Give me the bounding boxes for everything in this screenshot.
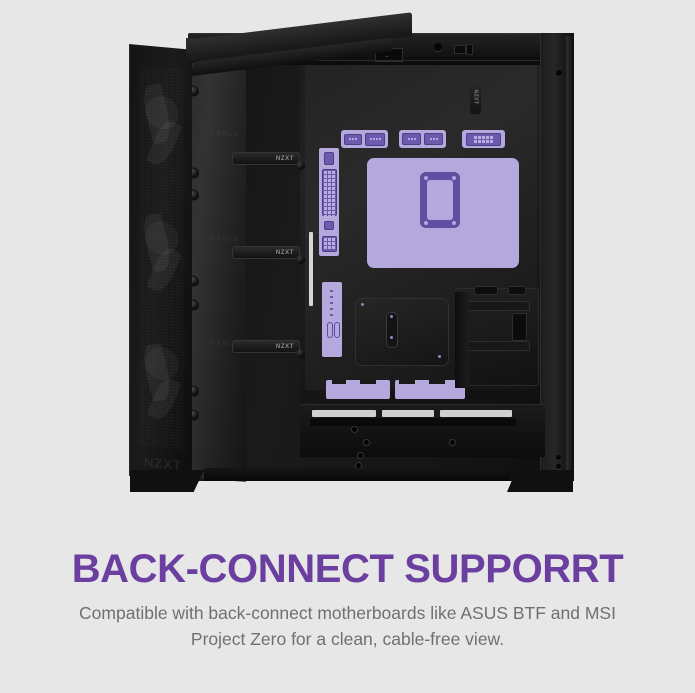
usb-header-icon <box>334 322 340 338</box>
channel-notch <box>399 380 415 384</box>
left-connector-strip <box>319 148 339 256</box>
connector-pin <box>435 138 438 140</box>
connector-block <box>344 133 362 145</box>
cable-bar: NZXT <box>232 340 300 353</box>
shroud-screw <box>356 463 361 468</box>
product-hero-image: NZXT <box>129 12 574 492</box>
pc-case-illustration: NZXT <box>129 12 574 492</box>
connector-pin <box>355 138 357 140</box>
interior-rail-strip <box>309 232 313 306</box>
connector-header-group-1 <box>341 130 388 148</box>
drive-cage-bracket <box>455 286 539 386</box>
cable-bar: NZXT <box>232 246 300 259</box>
connector-block-grid <box>466 132 501 146</box>
bottom-vent <box>312 410 376 417</box>
bottom-cable-channel-right <box>395 380 465 399</box>
connector-pin <box>413 138 416 140</box>
top-panel-slot <box>466 44 473 55</box>
connector-pin <box>372 138 375 140</box>
case-foot-right <box>507 470 573 492</box>
usb-header-icon <box>327 322 333 338</box>
connector-block <box>365 132 385 146</box>
bracket-tab <box>512 313 527 341</box>
connector-pin <box>378 138 381 140</box>
channel-notch <box>429 380 445 384</box>
top-panel-slot <box>454 45 466 54</box>
side-panel-inner-frame: CABLE CABLE CABLE <box>186 38 246 482</box>
bracket-rail <box>462 341 530 351</box>
connector-pin <box>369 138 372 140</box>
rail-hole <box>556 455 561 460</box>
strip-connector-dense <box>322 169 337 218</box>
case-foot-left <box>130 470 204 492</box>
panel-ghost-text: CABLE <box>210 234 240 244</box>
connector-pin <box>410 138 413 140</box>
left-side-panel-door: NZXT <box>129 44 192 482</box>
bracket-screw <box>438 355 441 358</box>
channel-notch <box>360 380 376 384</box>
connector-header-group-2 <box>399 130 446 148</box>
shroud-screw <box>352 427 357 432</box>
connector-pin <box>407 138 410 140</box>
cpu-cooler-cutout-opening <box>427 180 453 220</box>
front-io-strip <box>322 282 342 357</box>
cable-bar-knob <box>296 349 305 358</box>
bottom-vent <box>440 410 512 417</box>
bracket-screw <box>361 303 364 306</box>
bottom-vent-shadow <box>310 418 516 426</box>
bottom-cable-channel-left <box>326 380 390 399</box>
right-frame-edge <box>566 36 573 476</box>
cutout-screw <box>424 221 428 225</box>
psu-side-wall <box>455 292 469 388</box>
cable-bar-label: NZXT <box>275 155 294 162</box>
gpu-support-bracket <box>355 298 449 366</box>
cable-bar-label: NZXT <box>275 249 294 256</box>
top-panel-hole <box>385 52 389 56</box>
rail-hole <box>556 464 561 469</box>
nzxt-cable-tag: NZXT <box>470 80 481 114</box>
shroud-screw <box>450 440 455 445</box>
pin-grid <box>474 135 493 143</box>
connector-pin <box>349 138 351 140</box>
connector-pin <box>429 138 432 140</box>
bottom-vent <box>382 410 434 417</box>
connector-block <box>424 133 443 145</box>
headline: BACK-CONNECT SUPPORRT <box>71 547 624 591</box>
cable-bar: NZXT <box>232 152 300 165</box>
strip-connector-dense <box>322 236 337 252</box>
subtext: Compatible with back-connect motherboard… <box>79 603 616 649</box>
connector-pin <box>375 138 378 140</box>
shroud-screw <box>358 453 363 458</box>
bracket-tab <box>508 286 526 295</box>
front-io-dots <box>330 290 333 316</box>
bracket-tab <box>474 286 498 295</box>
panel-ghost-text: CABLE <box>210 129 240 139</box>
cable-bar-knob <box>296 161 305 170</box>
channel-notch <box>332 380 346 384</box>
connector-block <box>402 133 421 145</box>
bracket-screw <box>390 315 393 318</box>
top-panel-hole <box>434 43 442 51</box>
cable-bar-label: NZXT <box>275 343 294 350</box>
bracket-screw <box>390 336 393 339</box>
strip-connector <box>324 221 334 230</box>
connector-pin <box>432 138 435 140</box>
connector-header-group-3 <box>462 130 505 148</box>
case-bottom-bar <box>204 468 510 481</box>
gpu-mount-slot <box>386 312 398 348</box>
strip-connector <box>324 152 334 165</box>
rail-hole <box>556 70 562 76</box>
cutout-screw <box>424 176 428 180</box>
caption-block: BACK-CONNECT SUPPORRT Compatible with ba… <box>0 540 695 652</box>
bracket-rail <box>462 301 530 311</box>
side-panel-mesh <box>139 65 184 450</box>
cable-bar-knob <box>296 255 305 264</box>
cutout-screw <box>452 221 456 225</box>
connector-pin <box>352 138 354 140</box>
cutout-screw <box>452 176 456 180</box>
cable-tag-label: NZXT <box>472 89 479 105</box>
shroud-screw <box>364 440 369 445</box>
